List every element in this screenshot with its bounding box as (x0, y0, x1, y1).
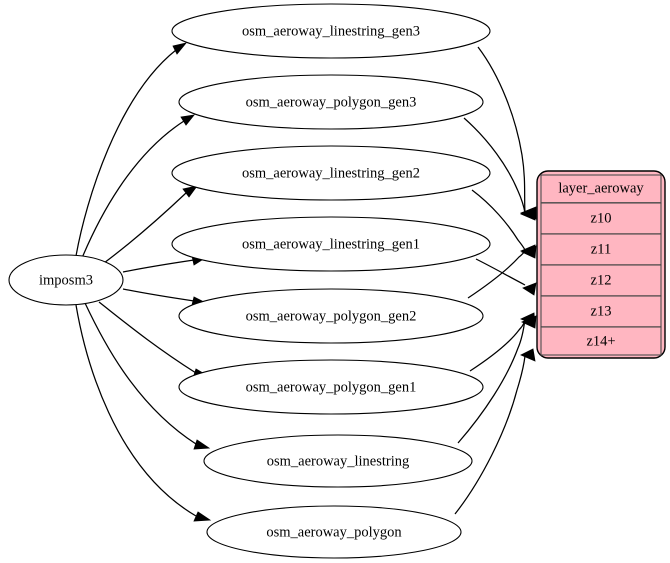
node-osm_aeroway_linestring_gen1-shape[interactable] (171, 216, 491, 272)
layer-table-label-z11: z11 (591, 241, 611, 257)
layer-table-label-z12: z12 (591, 272, 612, 288)
edge-polygon-gen1-to-z13 (469, 320, 526, 372)
node-imposm3[interactable]: imposm3 (8, 254, 124, 306)
edge-polygon-gen2-to-z11 (467, 250, 526, 299)
node-osm_aeroway_linestring_gen1[interactable]: osm_aeroway_linestring_gen1 (171, 216, 491, 272)
edge-imposm3-to-linestring-gen1 (122, 259, 195, 273)
arrowhead-z12 (522, 282, 537, 296)
edge-polygon-to-z14plus (454, 355, 526, 515)
node-osm_aeroway_polygon_gen3-label: osm_aeroway_polygon_gen3 (246, 94, 417, 110)
node-osm_aeroway_polygon_gen3[interactable]: osm_aeroway_polygon_gen3 (178, 74, 484, 130)
arrowhead-z13-b (520, 312, 536, 326)
layer-table-label-z14plus: z14+ (586, 333, 615, 349)
node-osm_aeroway_linestring_gen3[interactable]: osm_aeroway_linestring_gen3 (171, 3, 491, 59)
node-osm_aeroway_linestring_gen2-shape[interactable] (171, 145, 491, 201)
layer-table-row-z12[interactable]: z12 (540, 264, 662, 297)
edge-linestring-gen2-to-z11 (471, 189, 526, 251)
layer-table-label-z13: z13 (591, 303, 612, 319)
arrowhead-z10-b (519, 207, 536, 221)
node-osm_aeroway_linestring[interactable]: osm_aeroway_linestring (203, 434, 473, 488)
layer-table-row-z11[interactable]: z11 (540, 233, 662, 266)
edge-linestring-to-z13 (457, 318, 526, 444)
edge-group-tables-to-layer (454, 46, 537, 515)
node-osm_aeroway_polygon_gen2-label: osm_aeroway_polygon_gen2 (246, 308, 417, 324)
edge-imposm3-to-polygon-gen1 (98, 301, 197, 374)
node-osm_aeroway_linestring_gen2[interactable]: osm_aeroway_linestring_gen2 (171, 145, 491, 201)
layer-table-row-z10[interactable]: z10 (540, 202, 662, 235)
edge-imposm3-to-polygon-gen3 (81, 120, 185, 259)
node-osm_aeroway_linestring_gen1-label: osm_aeroway_linestring_gen1 (242, 236, 420, 252)
node-osm_aeroway_linestring_gen3-shape[interactable] (171, 3, 491, 59)
node-osm_aeroway_polygon_gen3-shape[interactable] (178, 74, 484, 130)
node-osm_aeroway_linestring_gen3-label: osm_aeroway_linestring_gen3 (242, 23, 420, 39)
layer-table-row-header[interactable]: layer_aeroway (540, 174, 662, 204)
node-osm_aeroway_linestring_gen2-label: osm_aeroway_linestring_gen2 (242, 165, 420, 181)
arrowhead-linestring-gen2 (182, 185, 198, 198)
node-osm_aeroway_polygon_gen1-label: osm_aeroway_polygon_gen1 (246, 379, 417, 395)
edge-imposm3-to-linestring (84, 302, 197, 445)
edge-linestring-gen1-to-z12 (475, 258, 526, 286)
layer-table-cell-z12[interactable] (540, 264, 662, 297)
layer-table-row-z13[interactable]: z13 (540, 295, 662, 328)
node-osm_aeroway_polygon_gen2[interactable]: osm_aeroway_polygon_gen2 (178, 288, 484, 344)
edge-imposm3-to-linestring-gen2 (103, 192, 187, 264)
node-osm_aeroway_polygon_gen2-shape[interactable] (178, 288, 484, 344)
node-osm_aeroway_polygon[interactable]: osm_aeroway_polygon (206, 505, 462, 559)
node-osm_aeroway_polygon-shape[interactable] (206, 505, 462, 559)
node-osm_aeroway_polygon-label: osm_aeroway_polygon (266, 524, 402, 540)
arrowhead-z14plus (520, 348, 536, 362)
layer-table-label-z10: z10 (591, 210, 612, 226)
arrowhead-linestring (193, 439, 211, 450)
node-osm_aeroway_polygon_gen1[interactable]: osm_aeroway_polygon_gen1 (178, 359, 484, 415)
arrowhead-polygon-gen3 (180, 114, 195, 126)
node-osm_aeroway_linestring-label: osm_aeroway_linestring (267, 453, 410, 469)
layer-table-header-cell[interactable] (540, 174, 662, 204)
layer-table-header-label: layer_aeroway (558, 180, 644, 196)
node-imposm3-label: imposm3 (39, 272, 93, 288)
arrowhead-linestring-gen3 (172, 42, 188, 55)
edge-polygon-gen3-to-z10 (463, 117, 526, 214)
edge-linestring-gen3-to-z10 (477, 46, 526, 214)
edge-imposm3-to-polygon-gen2 (122, 288, 195, 302)
arrowhead-z11-b (521, 245, 537, 259)
edge-imposm3-to-linestring-gen3 (75, 49, 177, 257)
layer-table-cell-z13[interactable] (540, 295, 662, 328)
layer-table-row-z14plus[interactable]: z14+ (540, 326, 662, 356)
node-osm_aeroway_linestring-shape[interactable] (203, 434, 473, 488)
node-imposm3-shape[interactable] (8, 254, 124, 306)
node-layer_aeroway-table[interactable]: layer_aeroway z10 z11 z12 (536, 170, 666, 359)
edge-imposm3-to-polygon (75, 304, 197, 517)
node-osm_aeroway_polygon_gen1-shape[interactable] (178, 359, 484, 415)
layer-table-cell-z14plus[interactable] (540, 326, 662, 356)
arrowhead-polygon (193, 511, 212, 522)
